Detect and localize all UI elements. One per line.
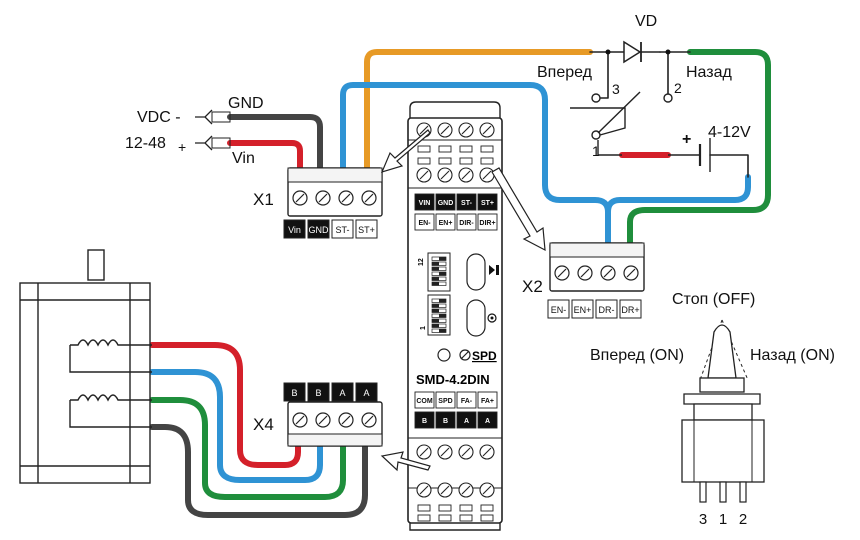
- coil-b-icon: [69, 394, 152, 428]
- device-top-row1-label: VIN: [419, 200, 431, 207]
- x1-pin-label: ST-: [335, 225, 349, 235]
- x2-pin-label: DR-: [599, 305, 615, 315]
- gnd-label: GND: [228, 95, 264, 112]
- device-top-row2-label: DIR-: [459, 220, 474, 227]
- device-bottom-row1-label: COM: [416, 398, 433, 405]
- device-bottom-row1-label: SPD: [438, 398, 452, 405]
- x4-pin-label: A: [363, 388, 369, 398]
- device-bottom-row2-label: A: [464, 418, 469, 425]
- vin-wire: [227, 140, 303, 175]
- connector-x1: X1 Vin GND ST- ST+: [253, 167, 383, 239]
- motor-wire-blue: [149, 369, 323, 483]
- arrow-x4-icon: [380, 451, 431, 472]
- step-plus-wire: [364, 49, 593, 175]
- device-name: SMD-4.2DIN: [416, 372, 490, 387]
- control-circuit: VD Вперед Назад 3 2 1 + 4-12V: [537, 13, 751, 172]
- gnd-wire: [227, 114, 323, 175]
- spd-label: SPD: [472, 349, 497, 363]
- motor-wire-red: [149, 342, 301, 468]
- backward-on-label: Назад (ON): [750, 347, 835, 364]
- toggle-lever-icon: [707, 324, 737, 379]
- vdc-minus-label: VDC -: [137, 109, 181, 126]
- arrow-x2-icon: [491, 167, 546, 252]
- connector-x4: B B A A X4: [253, 382, 383, 447]
- wires: [149, 49, 771, 518]
- x2-pin-label: DR+: [621, 305, 639, 315]
- toggle-pin-label: 2: [739, 511, 747, 528]
- device-bottom-row1-label: FA+: [481, 398, 494, 405]
- dir-wire: [627, 49, 771, 250]
- battery-plus: +: [682, 131, 691, 148]
- toggle-pin-label: 3: [699, 511, 707, 528]
- diode-icon: [623, 40, 642, 64]
- control-wire-2: [595, 51, 609, 99]
- backward-label: Назад: [686, 64, 733, 81]
- vin-label: Vin: [232, 150, 255, 167]
- play-pause-icon: [489, 265, 499, 275]
- motor-wire-green: [149, 397, 346, 500]
- x2-label: X2: [522, 277, 543, 296]
- forward-label: Вперед: [537, 64, 593, 81]
- position-3: 3: [612, 81, 620, 97]
- toggle-pin-label: 1: [719, 511, 727, 528]
- coil-a-icon: [69, 339, 152, 373]
- x2-pin-label: EN+: [574, 305, 592, 315]
- stop-off-label: Стоп (OFF): [672, 291, 755, 308]
- control-wire-5: [709, 154, 749, 178]
- dip-bottom-number: 1: [420, 326, 427, 330]
- motor-wire-gray: [149, 424, 368, 518]
- device-bottom-row2-label: B: [422, 418, 427, 425]
- position-2: 2: [674, 80, 682, 96]
- x1-pin-label: Vin: [288, 225, 301, 235]
- step-minus-wire: [340, 82, 611, 250]
- stepper-motor: [19, 249, 152, 484]
- arrow-x1-icon: [380, 129, 431, 173]
- x4-pin-label: A: [339, 388, 345, 398]
- x4-pin-label: B: [291, 388, 297, 398]
- device-bottom-row2-label: A: [485, 418, 490, 425]
- device-top-row2-label: EN+: [439, 220, 453, 227]
- common-wire-x2: [605, 174, 751, 250]
- x1-pin-label: ST+: [358, 225, 375, 235]
- supply-voltage-label: 4-12V: [708, 124, 751, 141]
- device-bottom-row1-label: FA-: [461, 398, 473, 405]
- x1-label: X1: [253, 190, 274, 209]
- led-indicator: [437, 348, 451, 362]
- power-input: VDC - 12-48 + GND Vin: [125, 95, 264, 167]
- forward-on-label: Вперед (ON): [590, 347, 684, 364]
- device-top-row1-label: ST-: [461, 200, 473, 207]
- device-top-row1-label: GND: [438, 200, 454, 207]
- position-1: 1: [592, 143, 600, 159]
- driver-device: VIN GND ST- ST+ EN- EN+ DIR- DIR+ COM SPD FA- FA+ B…: [407, 101, 503, 531]
- switch-lever-icon: [570, 107, 626, 136]
- connection-arrows: [380, 129, 546, 472]
- x1-pin-label: GND: [309, 225, 330, 235]
- device-top-row2-label: EN-: [418, 220, 431, 227]
- device-top-row2-label: DIR+: [479, 220, 495, 227]
- vd-label: VD: [635, 13, 657, 30]
- dip-top-number: 12: [418, 258, 425, 266]
- x4-pin-label: B: [315, 388, 321, 398]
- reset-button-icon: [487, 313, 497, 323]
- connector-x2: X2 EN- EN+ DR- DR+: [522, 242, 645, 319]
- x4-label: X4: [253, 415, 274, 434]
- voltage-range-label: 12-48: [125, 135, 166, 152]
- device-top-row1-label: ST+: [481, 200, 494, 207]
- x2-pin-label: EN-: [551, 305, 567, 315]
- plus-sign: +: [178, 139, 186, 155]
- device-bottom-row2-label: B: [443, 418, 448, 425]
